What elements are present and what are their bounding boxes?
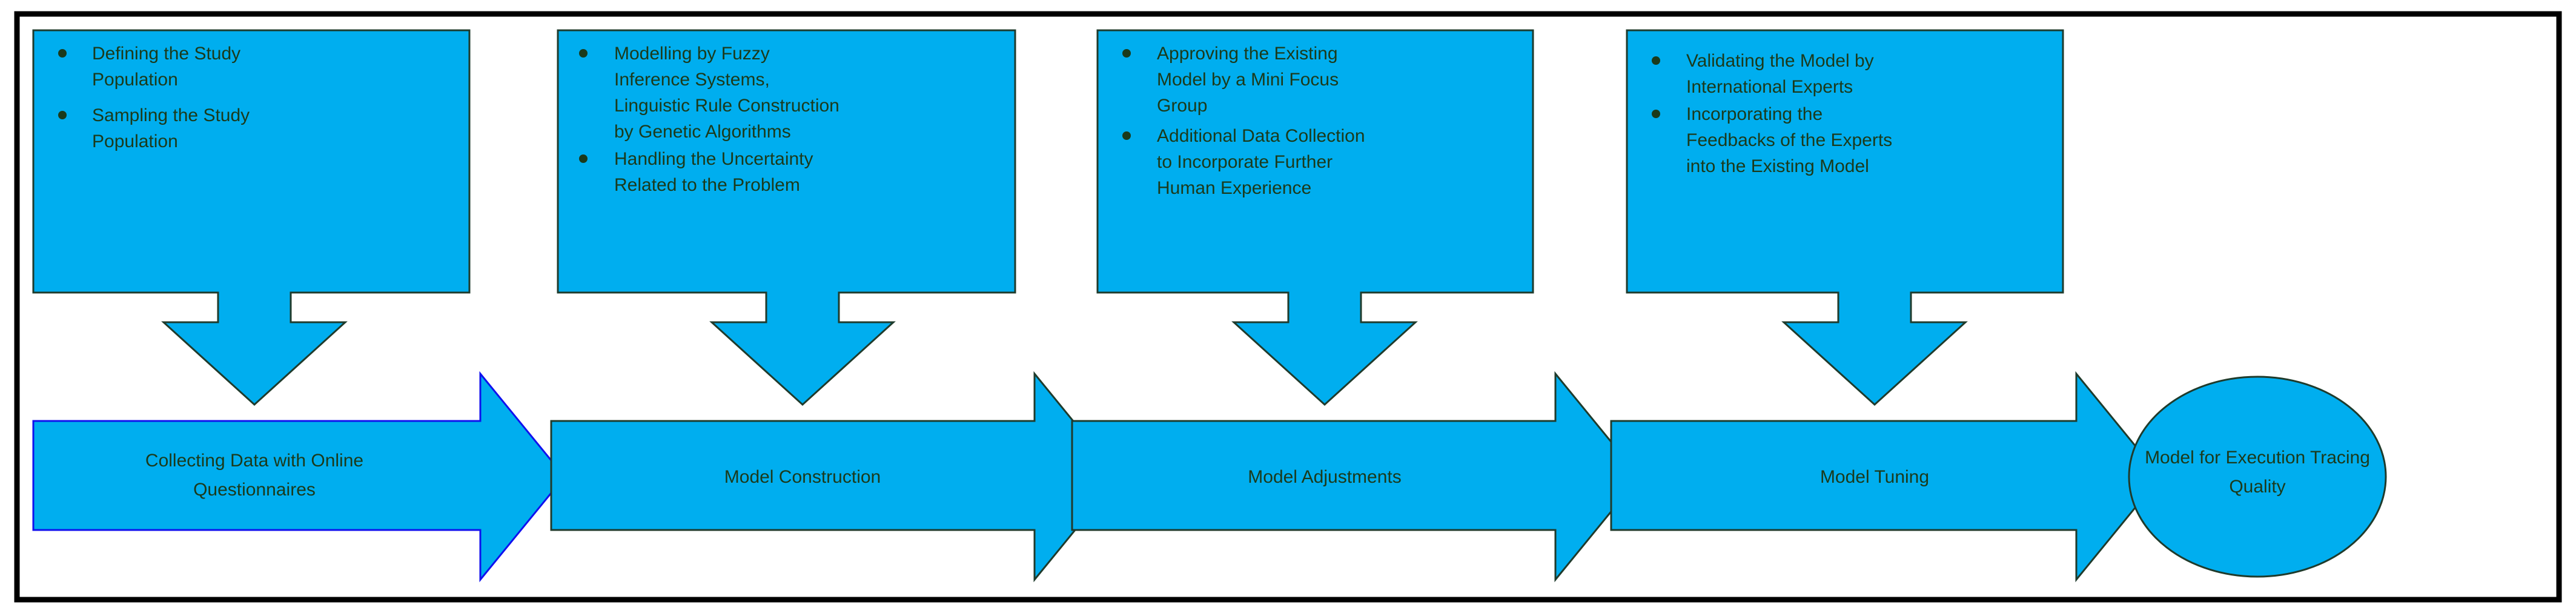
detail-box-1-line: Population bbox=[92, 131, 178, 151]
detail-box-3[interactable]: Approving the Existing Model by a Mini F… bbox=[1096, 29, 1534, 406]
detail-box-4-line: International Experts bbox=[1686, 77, 1853, 97]
stage-4-label: Model Tuning bbox=[1820, 467, 1929, 487]
terminator-label: Quality bbox=[2229, 477, 2285, 497]
detail-box-4-line: Feedbacks of the Experts bbox=[1686, 130, 1892, 150]
detail-box-2-line: Linguistic Rule Construction bbox=[614, 96, 839, 116]
detail-box-3-line: Approving the Existing bbox=[1157, 44, 1338, 64]
detail-box-2-line: by Genetic Algorithms bbox=[614, 122, 791, 142]
detail-box-1-line: Population bbox=[92, 70, 178, 90]
detail-box-2-line: Related to the Problem bbox=[614, 175, 800, 195]
bullet-dot bbox=[1652, 56, 1660, 65]
detail-box-1-line: Defining the Study bbox=[92, 44, 240, 64]
detail-box-3-line: Human Experience bbox=[1157, 178, 1311, 198]
bullet-dot bbox=[579, 49, 588, 58]
diagram-outer-frame bbox=[14, 11, 2562, 603]
detail-box-1-line: Sampling the Study bbox=[92, 105, 250, 125]
stage-1[interactable]: Collecting Data with Online Questionnair… bbox=[32, 371, 566, 583]
stage-2-label: Model Construction bbox=[724, 467, 881, 487]
detail-box-2-shape bbox=[557, 29, 1016, 406]
stage-4-arrow-shape bbox=[1610, 371, 2162, 583]
stage-1-label: Collecting Data with Online bbox=[145, 451, 363, 471]
detail-box-2-line: Handling the Uncertainty bbox=[614, 149, 813, 169]
terminator-label: Model for Execution Tracing bbox=[2145, 448, 2370, 468]
terminator-ellipse-shape bbox=[2128, 376, 2387, 578]
stage-1-arrow-shape bbox=[32, 371, 566, 583]
detail-box-4-line: Validating the Model by bbox=[1686, 51, 1874, 71]
terminator[interactable]: Model for Execution Tracing Quality bbox=[2128, 376, 2387, 578]
stage-4[interactable]: Model Tuning bbox=[1610, 371, 2162, 583]
detail-box-1[interactable]: Defining the Study Population Sampling t… bbox=[32, 29, 471, 406]
bullet-dot bbox=[58, 111, 67, 119]
bullet-dot bbox=[1122, 49, 1131, 58]
detail-box-4-line: Incorporating the bbox=[1686, 104, 1823, 124]
detail-box-4[interactable]: Validating the Model by International Ex… bbox=[1626, 29, 2064, 406]
stage-1-label: Questionnaires bbox=[193, 480, 316, 500]
stage-3-label: Model Adjustments bbox=[1248, 467, 1401, 487]
bullet-dot bbox=[579, 154, 588, 163]
bullet-dot bbox=[1122, 131, 1131, 140]
detail-box-3-shape bbox=[1096, 29, 1534, 406]
stage-3-arrow-shape bbox=[1071, 371, 1641, 583]
detail-box-3-line: Model by a Mini Focus bbox=[1157, 70, 1339, 90]
detail-box-3-line: Group bbox=[1157, 96, 1207, 116]
bullet-dot bbox=[58, 49, 67, 58]
stage-3[interactable]: Model Adjustments bbox=[1071, 371, 1641, 583]
detail-box-3-line: to Incorporate Further bbox=[1157, 152, 1333, 172]
detail-box-1-shape bbox=[32, 29, 471, 406]
detail-box-2-line: Modelling by Fuzzy bbox=[614, 44, 770, 64]
detail-box-2-line: Inference Systems, bbox=[614, 70, 770, 90]
stage-2[interactable]: Model Construction bbox=[550, 371, 1120, 583]
detail-box-2[interactable]: Modelling by Fuzzy Inference Systems, Li… bbox=[557, 29, 1016, 406]
bullet-dot bbox=[1652, 110, 1660, 118]
detail-box-4-shape bbox=[1626, 29, 2064, 406]
detail-box-4-line: into the Existing Model bbox=[1686, 156, 1869, 176]
detail-box-3-line: Additional Data Collection bbox=[1157, 126, 1365, 146]
